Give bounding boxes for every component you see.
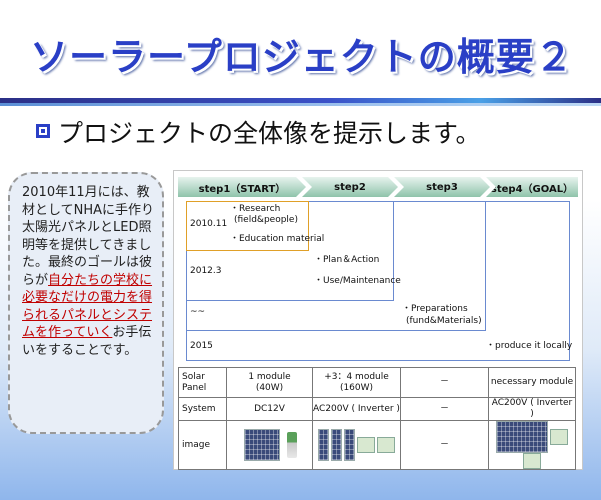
table-cell: － bbox=[400, 397, 489, 421]
step1-item: ・Research bbox=[230, 204, 281, 214]
year-label: 2012.3 bbox=[190, 266, 222, 276]
bullet-square-icon bbox=[36, 124, 50, 138]
step2-arrow: step2 bbox=[302, 177, 398, 197]
step3-item: (fund&Materials) bbox=[406, 316, 482, 326]
solar-array-icon bbox=[496, 421, 548, 453]
table-cell: － bbox=[400, 420, 489, 470]
table-cell: System bbox=[178, 397, 227, 421]
table-cell: DC12V bbox=[226, 397, 313, 421]
step-arrows: step1（START） step2 step3 step4（GOAL） bbox=[178, 177, 578, 199]
step1-item: ・Education material bbox=[230, 234, 325, 244]
table-cell bbox=[488, 420, 576, 470]
table-cell: AC200V ( Inverter ) bbox=[488, 397, 576, 421]
step1-arrow: step1（START） bbox=[178, 177, 306, 197]
step1-item: (field&people) bbox=[234, 215, 298, 225]
solar-panel-icon bbox=[344, 429, 355, 461]
slide-subtitle: プロジェクトの全体像を提示します。 bbox=[58, 119, 481, 148]
table-cell bbox=[312, 420, 401, 470]
year-label: 2010.11 bbox=[190, 219, 228, 229]
computer-icon bbox=[377, 437, 395, 453]
table-cell: necessary module bbox=[488, 367, 576, 398]
step2-item: ・Use/Maintenance bbox=[314, 276, 401, 286]
table-cell: +3：4 module(160W) bbox=[312, 367, 401, 398]
title-underline-bar-light bbox=[0, 103, 601, 106]
led-lamp-icon bbox=[286, 432, 297, 458]
note-tail: お手伝いをすることです。 bbox=[22, 325, 152, 358]
step1-scope-box bbox=[186, 201, 309, 251]
step4-item: ・produce it locally bbox=[486, 341, 573, 351]
computer-icon bbox=[357, 437, 375, 453]
title-underline-bar bbox=[0, 98, 601, 103]
table-cell: AC200V ( Inverter ) bbox=[312, 397, 401, 421]
slide-title: ソーラープロジェクトの概要２ bbox=[30, 35, 574, 79]
solar-panel-icon bbox=[331, 429, 342, 461]
table-row: System DC12V AC200V ( Inverter ) － AC200… bbox=[178, 397, 576, 421]
solar-panel-icon bbox=[243, 429, 280, 461]
note-highlight: 自分たちの学校に必要なだけの電力を得られるパネルとシステムを作っていく bbox=[22, 272, 153, 341]
step2-item: ・Plan＆Action bbox=[314, 255, 380, 265]
year-label: 2015 bbox=[190, 341, 213, 351]
table-cell: 1 module(40W) bbox=[226, 367, 313, 398]
note-callout: 2010年11月には、教材としてNHAに手作り太陽光パネルとLED照明等を提供し… bbox=[8, 172, 164, 434]
step3-arrow: step3 bbox=[394, 177, 490, 197]
note-text: 2010年11月には、教材としてNHAに手作り太陽光パネルとLED照明等を提供し… bbox=[22, 185, 155, 288]
computer-icon bbox=[523, 453, 541, 469]
roadmap-diagram: step1（START） step2 step3 step4（GOAL） 201… bbox=[173, 170, 583, 470]
step4-arrow: step4（GOAL） bbox=[486, 177, 578, 197]
year-label: ~~ bbox=[190, 307, 206, 317]
table-cell: image bbox=[178, 420, 227, 470]
solar-panel-icon bbox=[318, 429, 329, 461]
computer-icon bbox=[550, 429, 568, 445]
table-cell: － bbox=[400, 367, 489, 398]
table-cell bbox=[226, 420, 313, 470]
step3-item: ・Preparations bbox=[402, 304, 468, 314]
table-row: image － bbox=[178, 420, 576, 470]
